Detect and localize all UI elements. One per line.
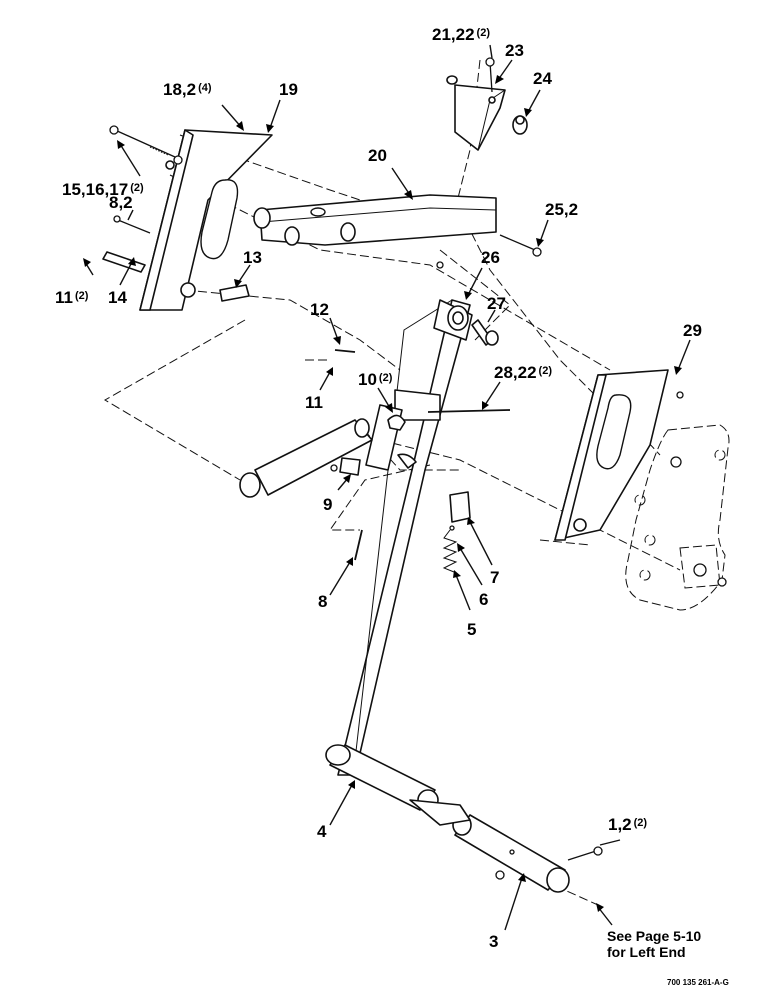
note-line-2: for Left End: [607, 944, 686, 960]
top-bracket: [446, 75, 528, 151]
callout-15-16-17: 15,16,17(2): [62, 180, 144, 199]
callout-1-2: 1,2(2): [608, 815, 647, 834]
callout-8-2: 8,2: [109, 193, 133, 212]
callout-11-lower: 11(2): [55, 288, 89, 307]
callout-29: 29: [683, 321, 702, 340]
callout-20: 20: [368, 146, 387, 165]
callout-27: 27: [487, 294, 506, 313]
callout-21-22: 21,22(2): [432, 25, 490, 44]
callout-19: 19: [279, 80, 298, 99]
callout-10: 10(2): [358, 370, 393, 389]
callout-28-22: 28,22(2): [494, 363, 552, 382]
callout-26: 26: [481, 248, 500, 267]
callout-24: 24: [533, 69, 552, 88]
cross-tube: [253, 194, 497, 246]
lower-tube: [325, 744, 570, 893]
assembly-lines: [104, 59, 681, 906]
latch-cylinder: [239, 418, 373, 498]
callout-25-2: 25,2: [545, 200, 578, 219]
note-line-1: See Page 5-10: [607, 928, 701, 944]
callout-3: 3: [489, 932, 498, 951]
callout-14: 14: [108, 288, 127, 307]
callout-labels: 18,2(4) 19 21,22(2) 23 24 20 15,16,17(2)…: [55, 25, 729, 987]
right-side-plate: [554, 369, 669, 541]
leaders: [83, 44, 691, 931]
left-side-plate: [139, 129, 273, 311]
callout-23: 23: [505, 41, 524, 60]
bolts: [109, 57, 684, 861]
callout-4: 4: [317, 822, 327, 841]
small-parts: [102, 251, 511, 573]
callout-5: 5: [467, 620, 476, 639]
drawing-code: 700 135 261-A-G: [667, 978, 729, 987]
callout-8: 8: [318, 592, 327, 611]
callout-13: 13: [243, 248, 262, 267]
header-plate: [625, 424, 730, 611]
callout-11-upper: 11: [305, 393, 323, 412]
callout-6: 6: [479, 590, 488, 609]
callout-9: 9: [323, 495, 332, 514]
callout-7: 7: [490, 568, 499, 587]
callout-18-2: 18,2(4): [163, 80, 212, 99]
callout-12: 12: [310, 300, 329, 319]
